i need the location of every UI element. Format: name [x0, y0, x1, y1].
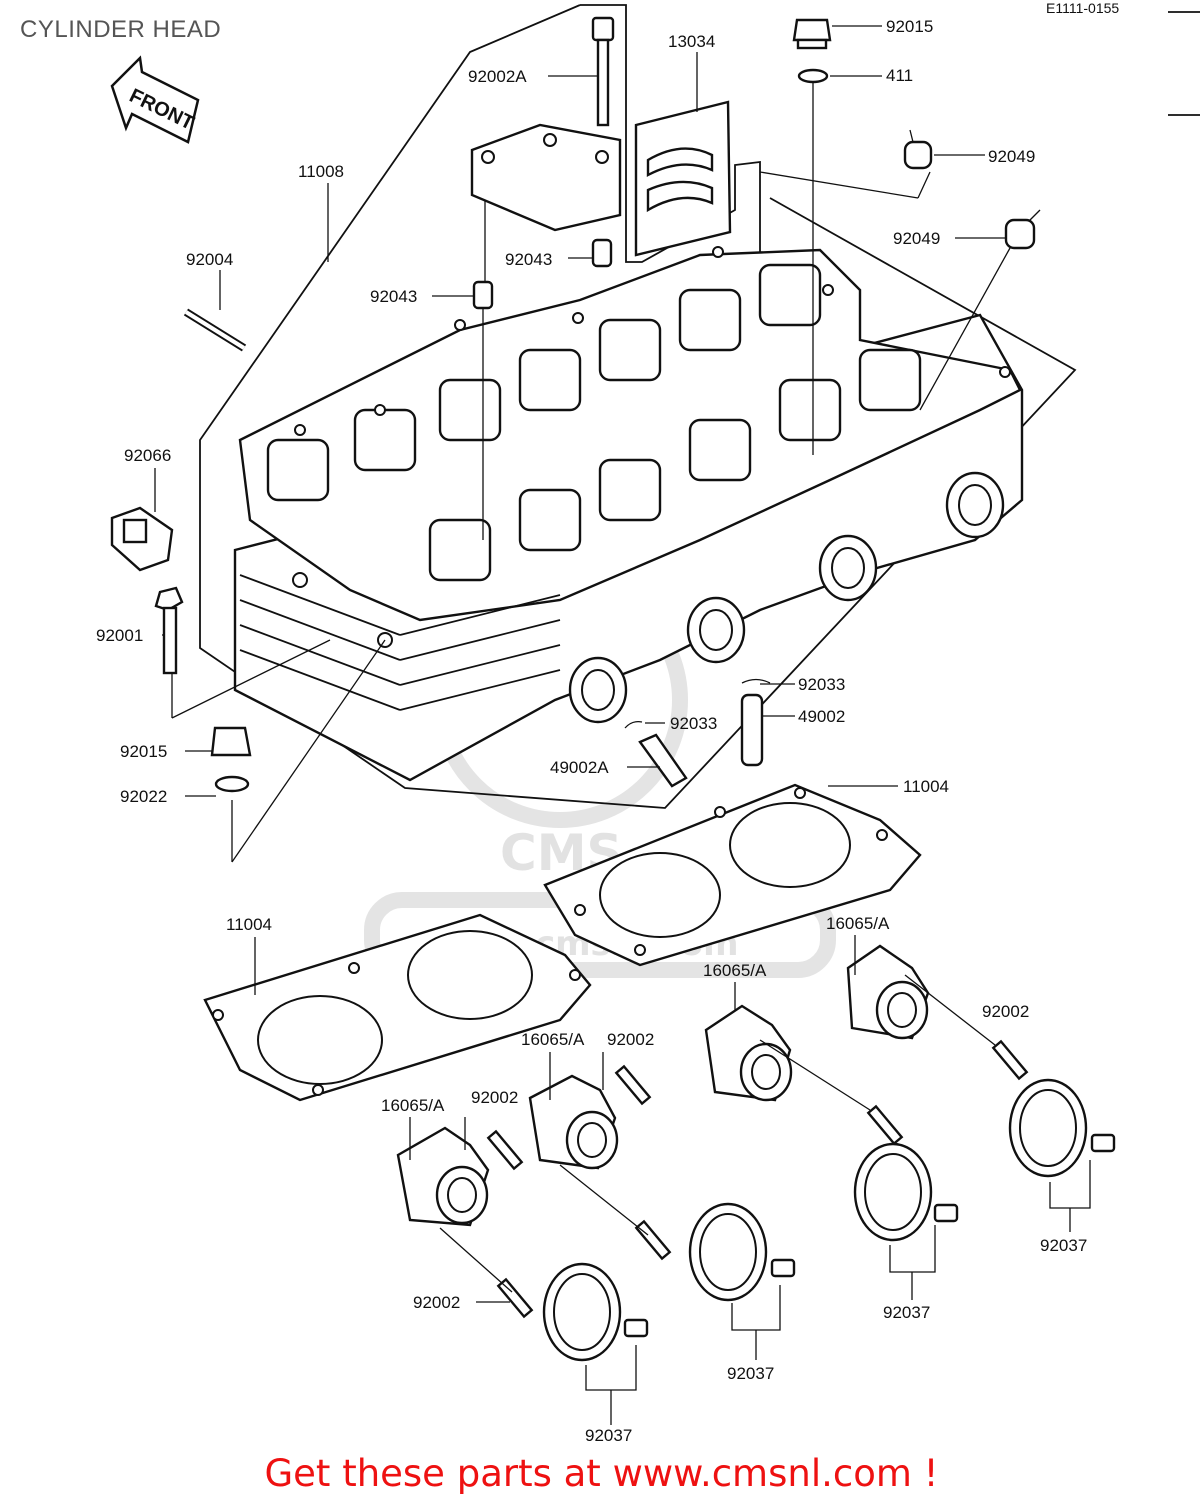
label-92037-1: 92037	[585, 1426, 632, 1445]
label-49002: 49002	[798, 707, 845, 726]
label-11004-left: 11004	[226, 915, 272, 934]
gasket-11004-left	[203, 913, 592, 1102]
exploded-parts-diagram: CMS www.cmsnl.com FRONT	[96, 4, 1200, 1445]
label-92066: 92066	[124, 446, 171, 465]
footer-banner-link[interactable]: Get these parts at www.cmsnl.com !	[264, 1452, 939, 1495]
dowel-92043-lower	[472, 280, 494, 310]
clamp-92037-3	[853, 1142, 959, 1242]
holder-16065a-4	[846, 944, 930, 1040]
label-92001: 92001	[96, 626, 143, 645]
label-92033-right: 92033	[798, 675, 845, 694]
label-92015-lower: 92015	[120, 742, 167, 761]
bolts-92002	[486, 1039, 1029, 1319]
label-92037-4: 92037	[1040, 1236, 1087, 1255]
bearing-box-13034	[634, 100, 732, 257]
plug-92015-lower	[210, 726, 252, 793]
holder-16065a-3	[704, 1004, 793, 1102]
label-92049-lower: 92049	[893, 229, 940, 248]
bolt-92002a	[591, 16, 615, 127]
label-92002-bottom: 92002	[413, 1293, 460, 1312]
label-49002a: 49002A	[550, 758, 609, 777]
label-92002a: 92002A	[468, 67, 527, 86]
label-92043-upper: 92043	[505, 250, 552, 269]
label-16065a-4: 16065/A	[826, 914, 890, 933]
label-11008: 11008	[298, 162, 344, 181]
label-16065a-2: 16065/A	[521, 1030, 585, 1049]
clamp-92037-1	[542, 1262, 649, 1362]
stud-92004	[183, 308, 247, 352]
label-92049-upper: 92049	[988, 147, 1035, 166]
label-92002-4: 92002	[982, 1002, 1029, 1021]
leader-lines	[154, 25, 1006, 1303]
part-labels: 92015 92002A 13034 411 92049 11008 92049…	[96, 17, 1087, 1445]
diagram-code: E1111-0155	[1046, 0, 1120, 16]
plug-49002	[740, 693, 764, 767]
label-11004-right: 11004	[903, 777, 949, 796]
clamp-92037-2	[688, 1202, 796, 1302]
label-92002-2: 92002	[607, 1030, 654, 1049]
front-arrow-icon: FRONT	[110, 55, 200, 144]
label-92033-left: 92033	[670, 714, 717, 733]
label-92043-lower: 92043	[370, 287, 417, 306]
label-13034: 13034	[668, 32, 715, 51]
label-92037-2: 92037	[727, 1364, 774, 1383]
cylinder-head	[233, 246, 1024, 782]
label-16065a-3: 16065/A	[703, 961, 767, 980]
plug-92015-top	[792, 18, 832, 455]
label-92002-1: 92002	[471, 1088, 518, 1107]
holder-16065a-2	[528, 1074, 619, 1170]
label-92004: 92004	[186, 250, 233, 269]
holder-16065a-1	[396, 1126, 490, 1227]
clamp-92037-4	[1008, 1078, 1116, 1178]
label-92015-top: 92015	[886, 17, 933, 36]
label-92037-3: 92037	[883, 1303, 930, 1322]
camshaft-cap	[470, 123, 622, 232]
cap-92049-upper	[903, 129, 933, 170]
label-411: 411	[886, 66, 913, 85]
plug-49002a	[638, 733, 688, 788]
page-title: CYLINDER HEAD	[20, 16, 222, 43]
rubber-92066	[110, 506, 174, 572]
cap-92049-lower	[919, 209, 1041, 411]
label-16065a-1: 16065/A	[381, 1096, 445, 1115]
bolt-92001	[154, 586, 184, 675]
label-92022: 92022	[120, 787, 167, 806]
gasket-11004-right	[543, 783, 922, 967]
dowel-92043-upper	[591, 238, 613, 268]
